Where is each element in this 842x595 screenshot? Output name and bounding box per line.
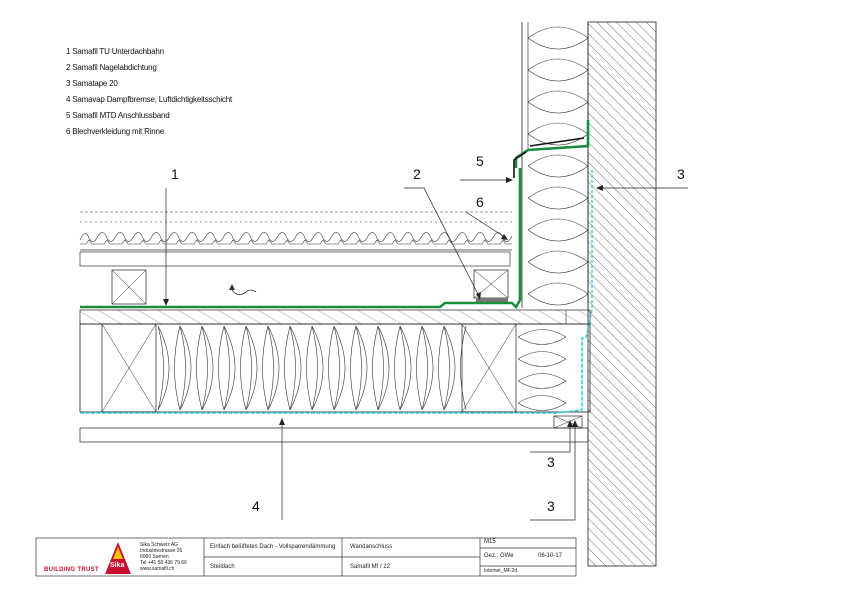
- legend-item: 3 Samatape 20: [66, 79, 118, 88]
- drawing-date: 06-10-17: [538, 553, 563, 559]
- title-block: [35, 537, 577, 577]
- callout-4: 4: [252, 498, 260, 514]
- callout-3-tape-ceiling: 3: [547, 454, 555, 470]
- callout-2: 2: [413, 166, 421, 182]
- company-line: www.samafil.ch: [140, 566, 175, 572]
- masonry-wall: [587, 21, 657, 567]
- roof-type: Einfach belüftetes Dach - Vollsparrendäm…: [210, 544, 336, 550]
- logo-text: Sika: [110, 562, 125, 569]
- leader-arrowheads: [163, 177, 603, 427]
- company-line: Industriestrasse 26: [140, 548, 183, 554]
- legend-item: 5 Samafil MTD Anschlussband: [66, 111, 170, 120]
- file-reference: Intemet_MF.2d: [484, 568, 518, 574]
- rafter-insulation-layer: [79, 323, 591, 413]
- drawn-by: Gez.: GWe: [484, 553, 514, 559]
- legend-item: 1 Samafil TU Unterdachbahn: [66, 47, 164, 56]
- vapour-barrier: [80, 337, 586, 414]
- sheet-metal-flashing: [514, 120, 590, 168]
- ventilation-arrow-icon: [231, 289, 257, 295]
- legend-item: 6 Blechverkleidung mit Rinne: [66, 127, 165, 136]
- ceiling-lining: [79, 427, 589, 443]
- callout-5: 5: [476, 153, 484, 169]
- callout-3-tape-wall: 3: [677, 166, 685, 182]
- company-line: Sika Schweiz AG: [140, 542, 179, 548]
- callout-3-tape-lower: 3: [547, 498, 555, 514]
- counter-batten-left: [111, 269, 147, 305]
- legend: 1 Samafil TU Unterdachbahn 2 Samafil Nag…: [66, 44, 232, 140]
- drawing-number: M15: [484, 539, 496, 545]
- company-line: Tel +41 58 436 79 66: [140, 560, 187, 566]
- callout-6: 6: [476, 194, 484, 210]
- roof-tiles: [79, 211, 513, 251]
- detail-name: Wandanschluss: [350, 544, 393, 550]
- roof-kind: Steildach: [210, 564, 235, 570]
- company-line: 6060 Sarnen: [140, 554, 169, 560]
- legend-item: 4 Samavap Dampfbremse, Luftdichtigkeitss…: [66, 95, 232, 104]
- sika-logo-icon: [105, 542, 131, 574]
- tile-batten: [79, 251, 511, 267]
- product-ref: Samafil Mf / 22: [350, 564, 391, 570]
- lower-wall-insulation: [517, 329, 567, 411]
- legend-item: 2 Samafil Nagelabdichtung: [66, 63, 157, 72]
- callout-1: 1: [171, 166, 179, 182]
- leader-lines: [165, 179, 688, 521]
- underlay-membrane: [80, 168, 522, 310]
- vapour-barrier-wall: [585, 170, 593, 339]
- wall-insulation: [521, 22, 589, 308]
- roof-boarding: [79, 309, 591, 325]
- brand-slogan: BUILDING TRUST: [44, 567, 99, 573]
